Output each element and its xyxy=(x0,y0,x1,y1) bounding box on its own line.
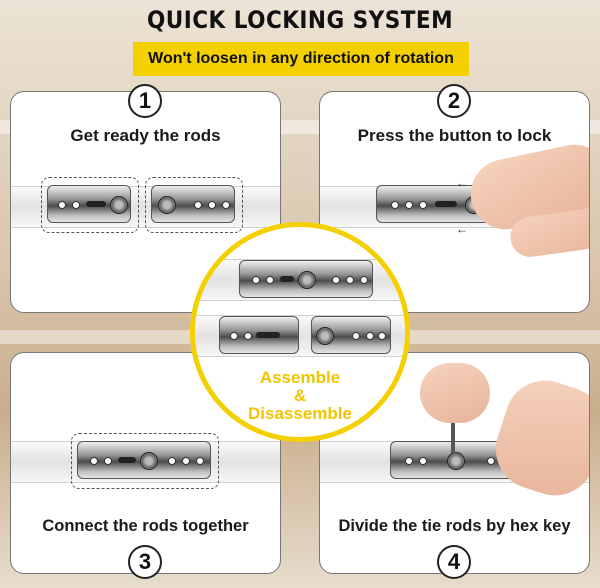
hex-key xyxy=(451,403,455,453)
hand-image xyxy=(420,363,490,423)
connector-left xyxy=(47,185,131,223)
connector-assembled xyxy=(239,260,373,298)
ampersand-label: & xyxy=(293,386,307,405)
disassemble-label: Disassemble xyxy=(248,404,352,423)
step-2-text: Press the button to lock xyxy=(357,126,552,145)
connector-hex xyxy=(390,441,520,479)
assemble-circle: Assemble & Disassemble xyxy=(190,222,410,442)
assemble-label: Assemble xyxy=(259,368,341,387)
page-title: QUICK LOCKING SYSTEM xyxy=(146,6,454,34)
step-1-number: 1 xyxy=(128,84,162,118)
arrow-icon: ← xyxy=(456,222,468,236)
step-3-number: 3 xyxy=(128,545,162,579)
subtitle-banner: Won't loosen in any direction of rotatio… xyxy=(133,42,469,76)
connector-right xyxy=(311,316,391,354)
connector-assembled xyxy=(77,441,211,479)
connector-left xyxy=(219,316,299,354)
rod-outline xyxy=(71,433,219,489)
step-2-number: 2 xyxy=(437,84,471,118)
step-4-number: 4 xyxy=(437,545,471,579)
step-4-text: Divide the tie rods by hex key xyxy=(338,517,571,535)
rod-outline xyxy=(41,177,139,233)
step-3-text: Connect the rods together xyxy=(42,517,249,535)
arrow-icon: ← xyxy=(456,176,468,190)
connector-right xyxy=(151,185,235,223)
rod-outline xyxy=(145,177,243,233)
hand-image xyxy=(485,370,589,506)
step-1-text: Get ready the rods xyxy=(70,126,221,145)
